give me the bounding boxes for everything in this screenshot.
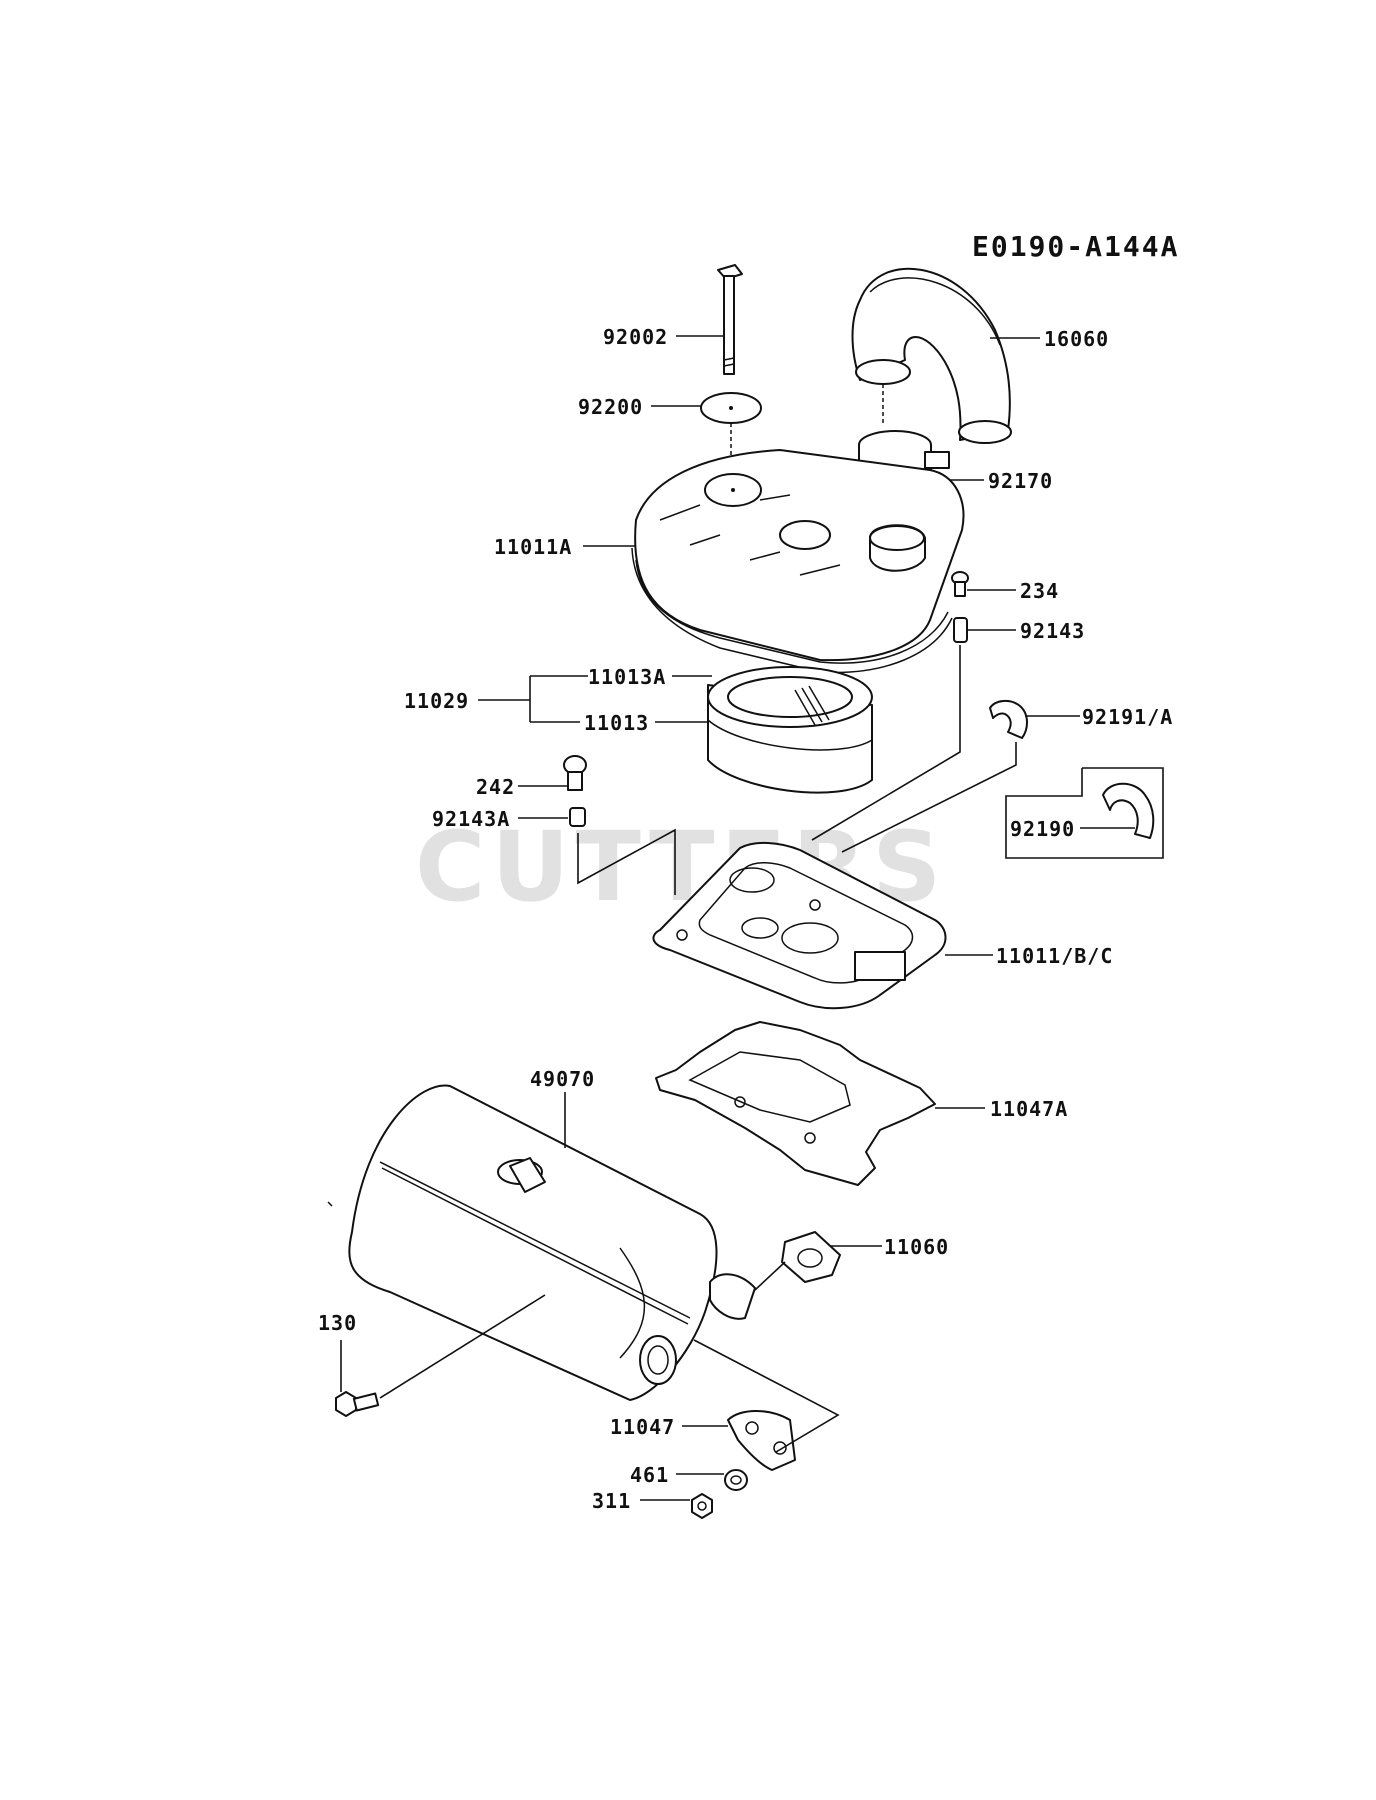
label-92200[interactable]: 92200: [578, 395, 643, 419]
label-92190[interactable]: 92190: [1010, 817, 1075, 841]
label-92191A[interactable]: 92191/A: [1082, 705, 1173, 729]
elbow-duct-16060[interactable]: [851, 267, 1012, 444]
air-cleaner-cover-11011A[interactable]: [631, 449, 965, 674]
label-11047A[interactable]: 11047A: [990, 1097, 1068, 1121]
label-11060[interactable]: 11060: [884, 1235, 949, 1259]
label-11013A[interactable]: 11013A: [588, 665, 666, 689]
label-11029[interactable]: 11029: [404, 689, 469, 713]
washer-92200[interactable]: [700, 392, 762, 424]
plate-11047A[interactable]: [655, 1021, 936, 1186]
label-234[interactable]: 234: [1020, 579, 1059, 603]
label-11047[interactable]: 11047: [610, 1415, 675, 1439]
bracket-11047[interactable]: [727, 1410, 796, 1471]
label-92170[interactable]: 92170: [988, 469, 1053, 493]
label-92002[interactable]: 92002: [603, 325, 668, 349]
nut-311[interactable]: [691, 1493, 713, 1519]
hose-92191A[interactable]: [989, 700, 1028, 739]
label-16060[interactable]: 16060: [1044, 327, 1109, 351]
label-130[interactable]: 130: [318, 1311, 357, 1335]
collar-92143A[interactable]: [569, 807, 586, 827]
label-242[interactable]: 242: [476, 775, 515, 799]
air-cleaner-base-11011BC[interactable]: [652, 842, 947, 1010]
label-311[interactable]: 311: [592, 1489, 631, 1513]
label-11013[interactable]: 11013: [584, 711, 649, 735]
diagram-code: E0190-A144A: [972, 230, 1179, 263]
screw-234[interactable]: [951, 571, 969, 597]
label-92143A[interactable]: 92143A: [432, 807, 510, 831]
lock-washer-461[interactable]: [724, 1469, 748, 1491]
label-461[interactable]: 461: [630, 1463, 669, 1487]
label-92143[interactable]: 92143: [1020, 619, 1085, 643]
gasket-11060[interactable]: [781, 1231, 841, 1283]
air-filter-11013[interactable]: [707, 666, 873, 794]
collar-92143[interactable]: [953, 617, 968, 643]
wing-bolt-92002[interactable]: [717, 264, 743, 375]
bolt-242[interactable]: [563, 755, 587, 791]
inset-92190[interactable]: [1005, 767, 1164, 859]
muffler-49070[interactable]: [348, 1084, 756, 1401]
label-11011A[interactable]: 11011A: [494, 535, 572, 559]
bolt-130[interactable]: [335, 1391, 380, 1417]
label-11011BC[interactable]: 11011/B/C: [996, 944, 1113, 968]
label-49070[interactable]: 49070: [530, 1067, 595, 1091]
